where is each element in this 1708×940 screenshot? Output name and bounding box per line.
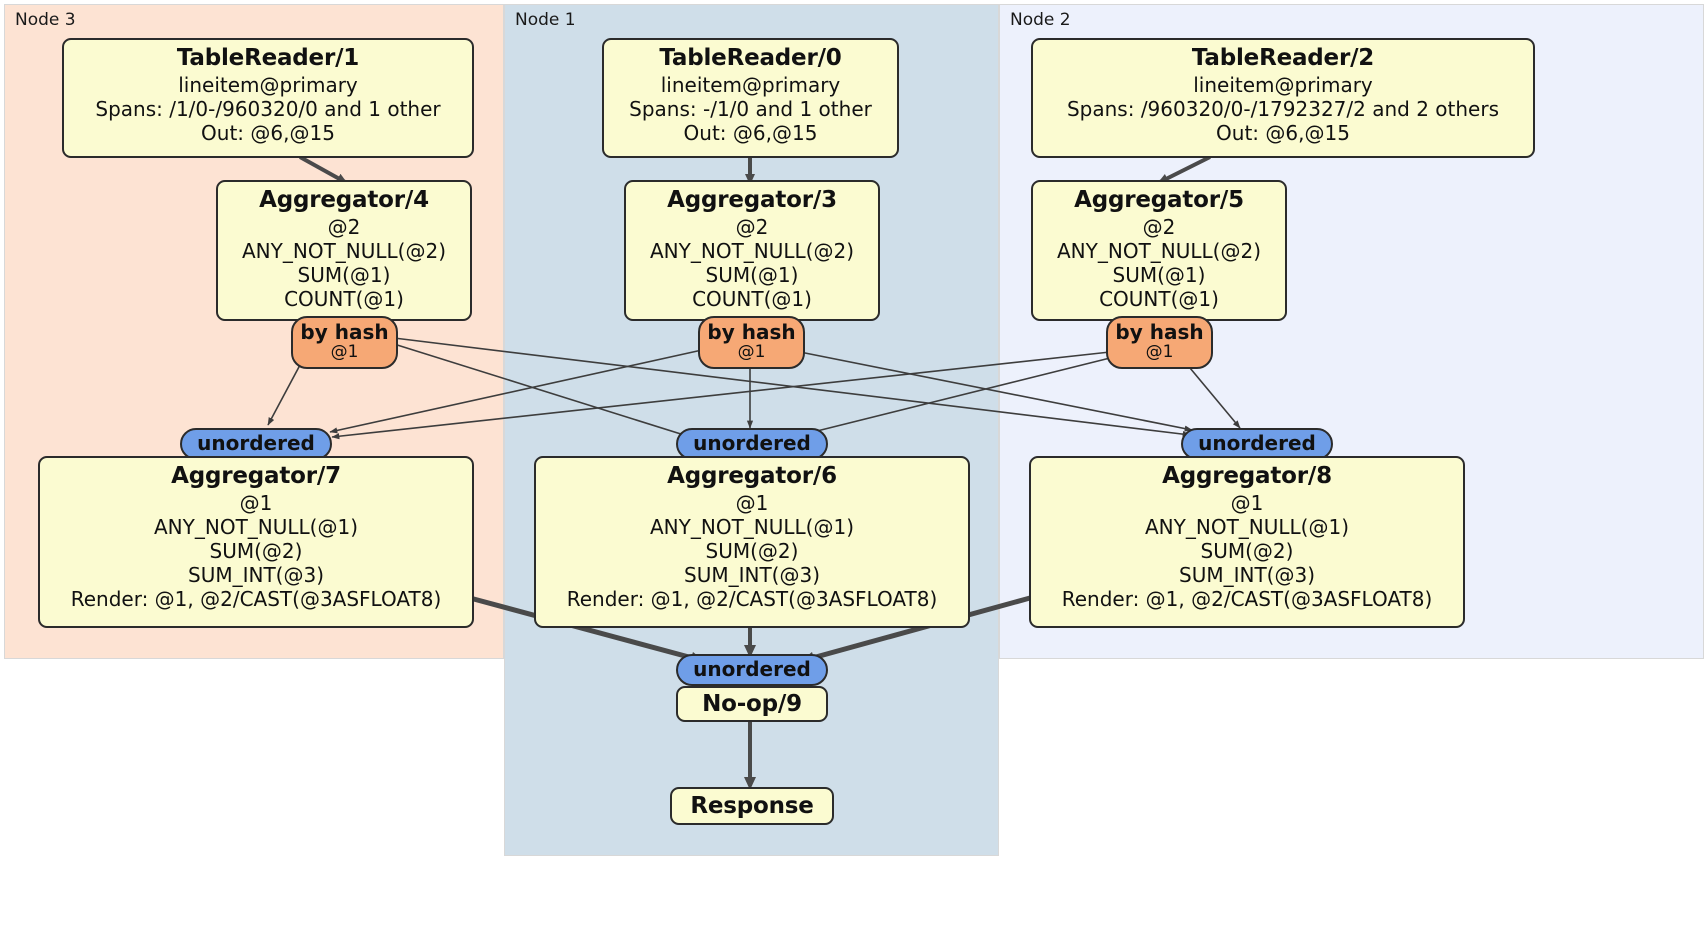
processor-no-op-9[interactable]: No-op/9 xyxy=(676,686,828,722)
router-by-hash-center[interactable]: by hash @1 xyxy=(698,316,805,369)
router-unordered-final[interactable]: unordered xyxy=(676,654,828,686)
processor-line: Out: @6,@15 xyxy=(1216,120,1350,145)
router-type: by hash xyxy=(1115,320,1204,344)
processor-line: COUNT(@1) xyxy=(1099,286,1219,311)
processor-line: SUM(@2) xyxy=(705,538,799,563)
processor-title: Aggregator/6 xyxy=(667,463,837,489)
node-label-node1: Node 1 xyxy=(515,10,576,30)
router-type: unordered xyxy=(1198,431,1316,455)
processor-line: @2 xyxy=(735,214,769,239)
processor-line: Out: @6,@15 xyxy=(201,120,335,145)
processor-title: TableReader/0 xyxy=(659,45,842,71)
processor-aggregator-4[interactable]: Aggregator/4 @2 ANY_NOT_NULL(@2) SUM(@1)… xyxy=(216,180,472,321)
processor-aggregator-7[interactable]: Aggregator/7 @1 ANY_NOT_NULL(@1) SUM(@2)… xyxy=(38,456,474,628)
processor-line: SUM(@1) xyxy=(1112,262,1206,287)
processor-table-reader-0[interactable]: TableReader/0 lineitem@primary Spans: -/… xyxy=(602,38,899,158)
router-detail: @1 xyxy=(737,342,766,363)
router-by-hash-left[interactable]: by hash @1 xyxy=(291,316,398,369)
processor-line: Render: @1, @2/CAST(@3ASFLOAT8) xyxy=(566,586,938,611)
router-detail: @1 xyxy=(1145,342,1174,363)
processor-table-reader-2[interactable]: TableReader/2 lineitem@primary Spans: /9… xyxy=(1031,38,1535,158)
processor-title: Aggregator/7 xyxy=(171,463,341,489)
processor-line: SUM_INT(@3) xyxy=(1179,562,1315,587)
processor-title: Aggregator/4 xyxy=(259,187,429,213)
node-label-node3: Node 3 xyxy=(15,10,76,30)
processor-line: ANY_NOT_NULL(@1) xyxy=(154,514,358,539)
processor-line: @1 xyxy=(735,490,769,515)
processor-line: COUNT(@1) xyxy=(692,286,812,311)
processor-line: @1 xyxy=(1230,490,1264,515)
processor-title: TableReader/2 xyxy=(1191,45,1375,71)
processor-line: @1 xyxy=(239,490,273,515)
processor-line: Out: @6,@15 xyxy=(683,120,818,145)
processor-line: ANY_NOT_NULL(@2) xyxy=(650,238,854,263)
router-type: by hash xyxy=(707,320,796,344)
processor-aggregator-5[interactable]: Aggregator/5 @2 ANY_NOT_NULL(@2) SUM(@1)… xyxy=(1031,180,1287,321)
processor-line: Spans: -/1/0 and 1 other xyxy=(629,96,872,121)
processor-line: SUM(@1) xyxy=(297,262,391,287)
processor-aggregator-6[interactable]: Aggregator/6 @1 ANY_NOT_NULL(@1) SUM(@2)… xyxy=(534,456,970,628)
processor-title: No-op/9 xyxy=(702,691,802,717)
processor-line: SUM_INT(@3) xyxy=(188,562,324,587)
processor-line: Spans: /960320/0-/1792327/2 and 2 others xyxy=(1066,96,1499,121)
router-detail: @1 xyxy=(330,342,359,363)
router-type: unordered xyxy=(197,431,315,455)
router-unordered-right[interactable]: unordered xyxy=(1181,428,1333,460)
processor-title: Aggregator/8 xyxy=(1162,463,1332,489)
router-type: by hash xyxy=(300,320,389,344)
processor-line: Render: @1, @2/CAST(@3ASFLOAT8) xyxy=(1061,586,1433,611)
processor-line: @2 xyxy=(327,214,361,239)
processor-title: Response xyxy=(690,793,814,819)
processor-line: lineitem@primary xyxy=(1193,72,1373,97)
processor-title: TableReader/1 xyxy=(176,45,360,71)
processor-line: SUM(@1) xyxy=(705,262,799,287)
processor-response[interactable]: Response xyxy=(670,787,834,825)
processor-aggregator-8[interactable]: Aggregator/8 @1 ANY_NOT_NULL(@1) SUM(@2)… xyxy=(1029,456,1465,628)
processor-line: SUM(@2) xyxy=(1200,538,1294,563)
processor-line: ANY_NOT_NULL(@1) xyxy=(650,514,854,539)
processor-title: Aggregator/3 xyxy=(667,187,837,213)
processor-table-reader-1[interactable]: TableReader/1 lineitem@primary Spans: /1… xyxy=(62,38,474,158)
router-by-hash-right[interactable]: by hash @1 xyxy=(1106,316,1213,369)
processor-line: lineitem@primary xyxy=(178,72,358,97)
processor-line: SUM_INT(@3) xyxy=(684,562,820,587)
router-unordered-center[interactable]: unordered xyxy=(676,428,828,460)
processor-line: ANY_NOT_NULL(@2) xyxy=(242,238,446,263)
processor-title: Aggregator/5 xyxy=(1074,187,1244,213)
router-type: unordered xyxy=(693,657,811,681)
processor-line: ANY_NOT_NULL(@2) xyxy=(1057,238,1261,263)
processor-line: ANY_NOT_NULL(@1) xyxy=(1145,514,1349,539)
router-type: unordered xyxy=(693,431,811,455)
node-label-node2: Node 2 xyxy=(1010,10,1071,30)
processor-line: COUNT(@1) xyxy=(284,286,404,311)
processor-line: lineitem@primary xyxy=(660,72,841,97)
processor-line: Render: @1, @2/CAST(@3ASFLOAT8) xyxy=(70,586,442,611)
processor-line: Spans: /1/0-/960320/0 and 1 other xyxy=(95,96,441,121)
processor-line: SUM(@2) xyxy=(209,538,303,563)
processor-aggregator-3[interactable]: Aggregator/3 @2 ANY_NOT_NULL(@2) SUM(@1)… xyxy=(624,180,880,321)
processor-line: @2 xyxy=(1142,214,1176,239)
